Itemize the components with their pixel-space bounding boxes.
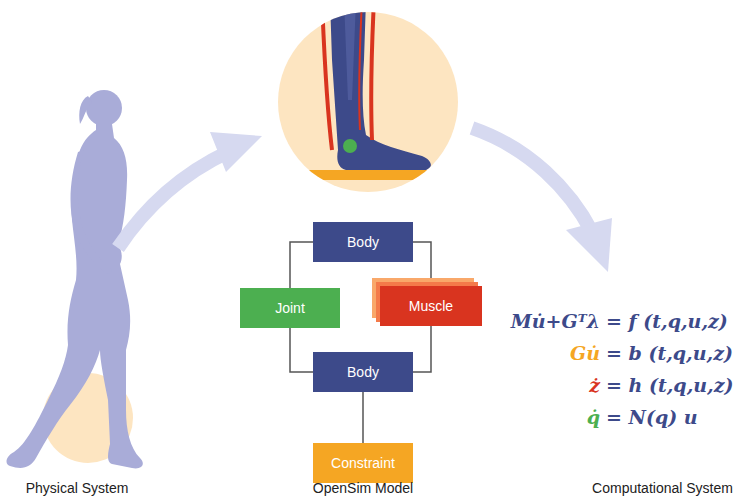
model-box: Body	[313, 352, 413, 392]
equation-term: = f (t,q,u,z)	[606, 310, 728, 332]
model-box: Constraint	[313, 443, 413, 483]
model-box: Joint	[240, 288, 340, 328]
box-label: Constraint	[331, 455, 395, 471]
section-caption: Physical System	[7, 480, 147, 496]
equation-term: Mu̇+Gᵀλ	[420, 310, 600, 332]
equation-term: = N(q) u	[606, 406, 698, 428]
leg-model	[296, 0, 436, 180]
box-label: Muscle	[409, 298, 453, 314]
box-label: Joint	[275, 300, 305, 316]
section-caption: OpenSim Model	[293, 480, 433, 496]
equation-term: = b (t,q,u,z)	[606, 342, 733, 364]
connector	[413, 326, 431, 372]
model-box: Muscle	[380, 286, 482, 326]
box-label: Body	[347, 234, 379, 250]
flow-arrow	[472, 128, 592, 232]
model-box: Body	[313, 222, 413, 262]
equation-term: = h (t,q,u,z)	[606, 374, 733, 396]
walking-figure	[7, 90, 143, 468]
arrow-head	[210, 132, 262, 172]
connector	[290, 242, 313, 288]
connector	[290, 328, 313, 372]
box-label: Body	[347, 364, 379, 380]
connector	[363, 392, 364, 443]
flow-arrow	[118, 152, 228, 248]
arrow-head	[566, 218, 612, 272]
equation-term: Gu̇	[420, 342, 600, 364]
equation-term: q̇	[420, 406, 600, 428]
section-caption: Computational System	[580, 480, 745, 496]
equation-term: ż	[420, 374, 600, 396]
connector	[413, 242, 431, 286]
